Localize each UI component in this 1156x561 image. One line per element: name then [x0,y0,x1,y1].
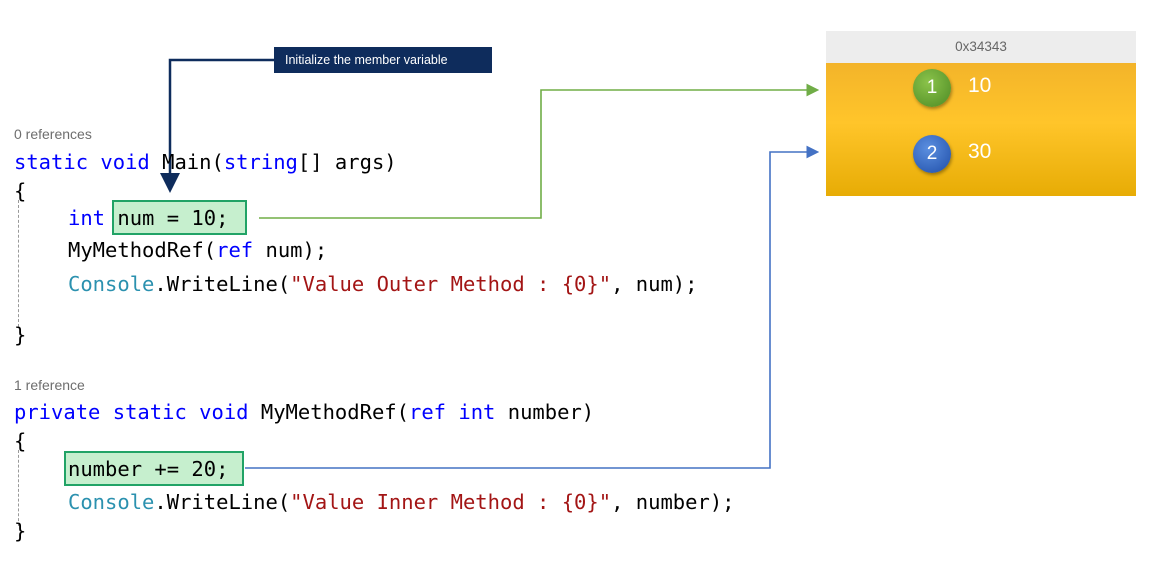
main-close-brace: } [14,323,27,347]
memory-value-1: 10 [968,74,992,97]
main-line-int-num: int num = 10; [68,205,228,231]
ref-method-params: number) [495,400,595,424]
keyword-private: private [14,400,101,424]
keyword-ref: ref [216,238,254,262]
keyword-void: void [199,400,249,424]
method-name-ref: MyMethodRef( [248,400,409,424]
keyword-static: static [112,400,187,424]
step-badge-1: 1 [913,69,951,107]
method-name-main: Main( [149,150,224,174]
num-init-highlight [112,200,247,235]
string-literal-outer: "Value Outer Method : {0}" [290,272,612,296]
number-update-highlight [64,451,244,486]
call-method-name: MyMethodRef( [68,238,217,262]
callout-arrow [160,58,274,193]
step-badge-2: 2 [913,135,951,173]
memory-value-2: 30 [968,140,992,163]
call-args: num); [253,238,328,262]
writeline-call: .WriteLine( [154,490,291,514]
writeline-args: , number); [611,490,735,514]
memory-address-label: 0x34343 [826,31,1136,63]
keyword-int: int [68,206,106,230]
ref-indent-guide [18,450,19,526]
num-init-statement: num = 10; [117,206,229,230]
string-literal-inner: "Value Inner Method : {0}" [290,490,612,514]
ref-method-signature: private static void MyMethodRef(ref int … [14,399,594,425]
writeline-args: , num); [611,272,698,296]
main-indent-guide [18,200,19,327]
main-open-brace: { [14,179,27,203]
main-line-writeline: Console.WriteLine("Value Outer Method : … [68,271,697,297]
main-params: [] args) [297,150,397,174]
number-to-memory-arrow [245,145,820,469]
memory-cell: 1 10 2 30 [826,63,1136,196]
writeline-call: .WriteLine( [154,272,291,296]
initialize-callout: Initialize the member variable [274,47,492,73]
keyword-ref: ref [408,400,447,424]
keyword-void: void [100,150,150,174]
main-line-call: MyMethodRef(ref num); [68,237,327,263]
type-console: Console [68,490,155,514]
number-update-statement: number += 20; [68,457,229,481]
ref-open-brace: { [14,429,27,453]
keyword-static: static [14,150,89,174]
type-console: Console [68,272,155,296]
main-references-label: 0 references [14,126,92,142]
main-signature: static void Main(string[] args) [14,149,397,175]
keyword-string: string [223,150,298,174]
ref-method-references-label: 1 reference [14,377,85,393]
num-to-memory-arrow [259,83,820,219]
ref-line-writeline: Console.WriteLine("Value Inner Method : … [68,489,735,515]
ref-close-brace: } [14,519,27,543]
keyword-int: int [458,400,496,424]
